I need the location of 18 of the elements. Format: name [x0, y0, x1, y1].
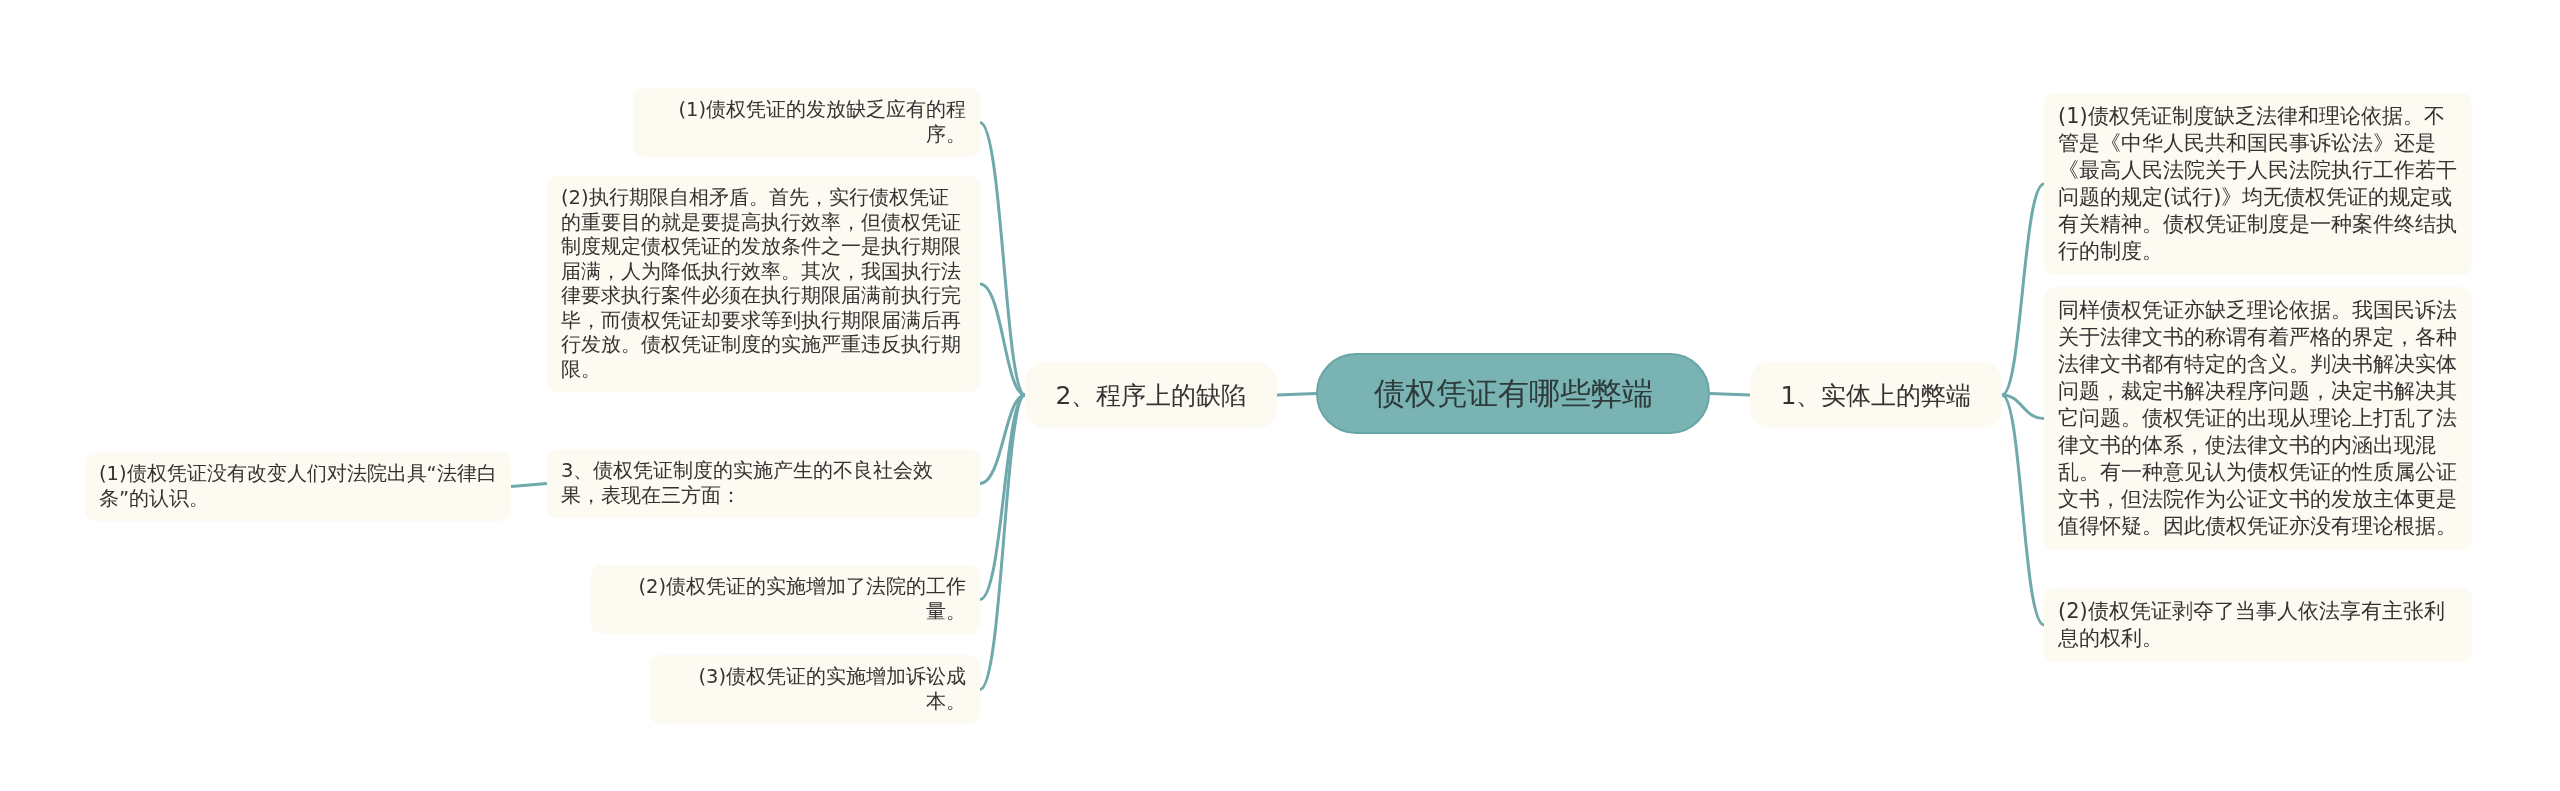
- text-box: (1)债权凭证的发放缺乏应有的程序。: [633, 88, 980, 157]
- central-topic: 债权凭证有哪些弊端: [1316, 353, 1710, 434]
- connector-line: [510, 482, 548, 488]
- text-box: (3)债权凭证的实施增加诉讼成本。: [650, 655, 980, 724]
- connector-line: [2001, 182, 2045, 397]
- text-box: (2)债权凭证剥夺了当事人依法享有主张利息的权利。: [2044, 588, 2472, 662]
- connector-line: [2000, 393, 2046, 627]
- connector-line: [1709, 392, 1751, 397]
- branch-topic: 1、实体上的弊端: [1750, 362, 2002, 428]
- branch-topic: 2、程序上的缺陷: [1025, 362, 1277, 428]
- text-box: (1)债权凭证制度缺乏法律和理论依据。不管是《中华人民共和国民事诉讼法》还是《最高人民法院关于人民法院执行工作若干问题的规定(试行)》均无债权凭证的规定或有关精神。债权凭证制度是一种案件终结执行的制度。: [2044, 93, 2472, 275]
- text-box: (2)执行期限自相矛盾。首先，实行债权凭证的重要目的就是要提高执行效率，但债权凭证制度规定债权凭证的发放条件之一是执行期限届满，人为降低执行效率。其次，我国执行法律要求执行案件必须在执行期限届满前执行完毕，而债权凭证却要求等到执行期限届满后再行发放。债权凭证制度的实施严重违反执行期限。: [547, 176, 980, 392]
- text-box: 3、债权凭证制度的实施产生的不良社会效果，表现在三方面：: [547, 449, 980, 518]
- text-box: 同样债权凭证亦缺乏理论依据。我国民诉法关于法律文书的称谓有着严格的界定，各种法律文书都有特定的含义。判决书解决实体问题，裁定书解决程序问题，决定书解决其它问题。债权凭证的出现从理论上打乱了法律文书的体系，使法律文书的内涵出现混乱。有一种意见认为债权凭证的性质属公证文书，但法院作为公证文书的发放主体更是值得怀疑。因此债权凭证亦没有理论根据。: [2044, 287, 2472, 550]
- text-box: (2)债权凭证的实施增加了法院的工作量。: [591, 565, 980, 634]
- text-box: (1)债权凭证没有改变人们对法院出具“法律白条”的认识。: [85, 452, 511, 521]
- connector-line: [978, 394, 1027, 691]
- connector-line: [1276, 392, 1317, 397]
